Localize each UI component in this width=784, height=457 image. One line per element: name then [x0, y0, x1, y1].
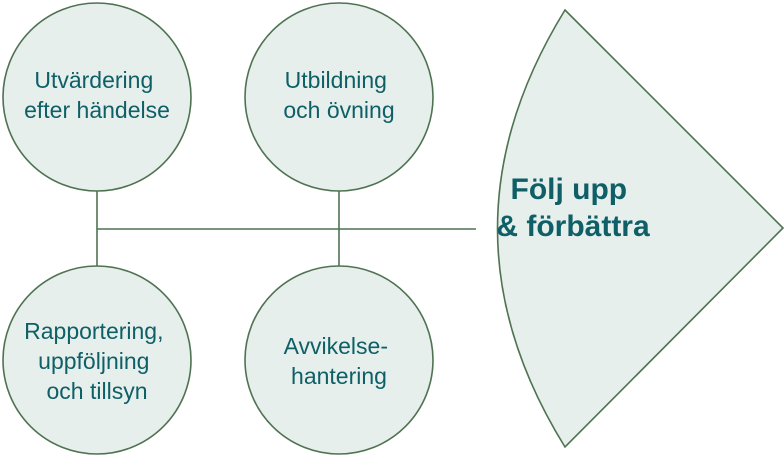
- goal-label: Följ upp & förbättra: [496, 173, 650, 243]
- node-label: Utvärdering efter händelse: [24, 67, 170, 123]
- goal-shape: [496, 8, 784, 449]
- node-label: Avvikelse- hantering: [284, 333, 395, 389]
- node-utbildning: Utbildning och övning: [244, 2, 434, 192]
- node-label: Rapportering, uppföljning och tillsyn: [24, 318, 170, 404]
- node-label: Utbildning och övning: [283, 67, 394, 123]
- node-avvikelsehantering: Avvikelse- hantering: [244, 265, 434, 455]
- node-rapportering: Rapportering, uppföljning och tillsyn: [2, 265, 192, 455]
- node-utvardering: Utvärdering efter händelse: [2, 2, 192, 192]
